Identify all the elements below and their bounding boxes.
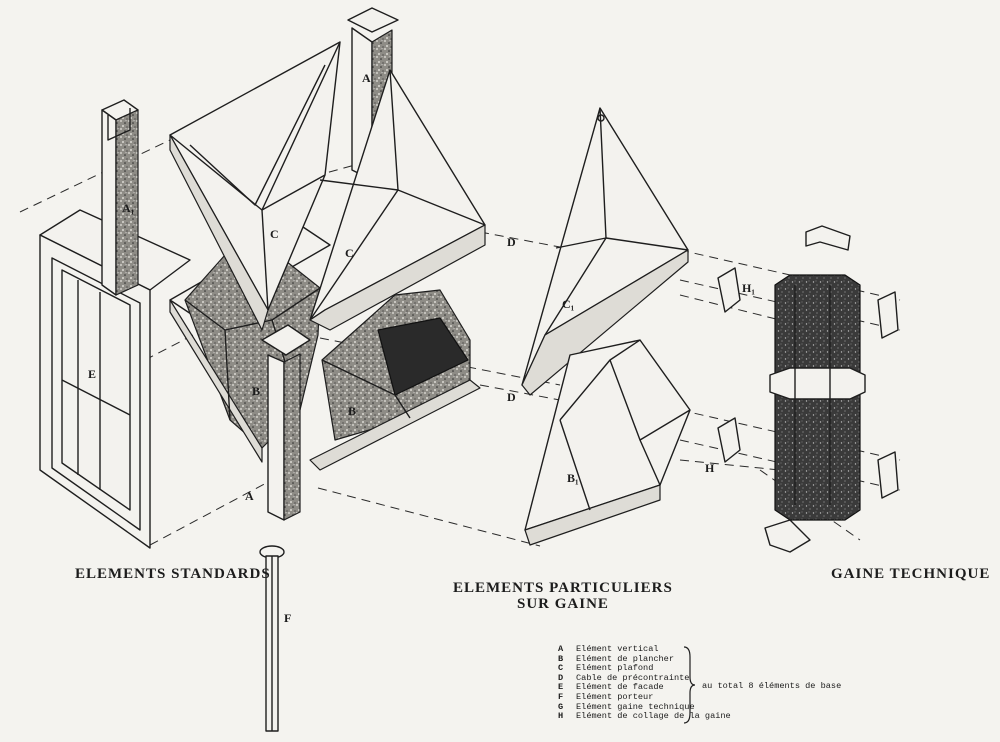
label-a1-side: A₁ <box>122 201 135 215</box>
support-column-f <box>259 324 311 732</box>
label-b1-right: B₁ <box>567 471 579 485</box>
technical-shaft-g <box>764 225 866 553</box>
label-c-mid: C <box>345 246 354 260</box>
label-d-upper: D <box>507 235 516 249</box>
label-e-facade: E <box>88 367 96 381</box>
label-b-left: B <box>252 384 260 398</box>
label-h1-upper: H₁ <box>742 281 755 295</box>
caption-particular-elements-line1: ELEMENTS PARTICULIERS <box>453 580 673 596</box>
floor-element-b-mid <box>309 289 481 471</box>
label-f-pillar: F <box>284 611 291 625</box>
vertical-element-a1 <box>101 99 139 296</box>
label-c-left: C <box>270 227 279 241</box>
label-c1-right: C₁ <box>562 297 575 311</box>
caption-particular-elements-line2: SUR GAINE <box>517 596 609 612</box>
label-a-lower: A <box>245 489 254 503</box>
legend-brace <box>683 646 696 724</box>
label-h-lower: H <box>705 461 715 475</box>
caption-standard-elements: ELEMENTS STANDARDS <box>75 566 271 582</box>
part-labels: A A₁ A C C C₁ D D E B B B₁ H₁ H F <box>88 71 755 625</box>
ceiling-element-c1-right <box>521 107 689 396</box>
label-d-lower: D <box>507 390 516 404</box>
junction-elements-h <box>717 267 899 499</box>
ceiling-element-c-mid <box>309 69 486 331</box>
caption-technical-shaft: GAINE TECHNIQUE <box>831 566 991 582</box>
ceiling-element-c-left <box>169 41 341 331</box>
legend-total: au total 8 éléments de base <box>702 681 842 691</box>
label-a-top: A <box>362 71 371 85</box>
floor-element-b1-right <box>524 339 691 546</box>
label-b-mid: B <box>348 404 356 418</box>
